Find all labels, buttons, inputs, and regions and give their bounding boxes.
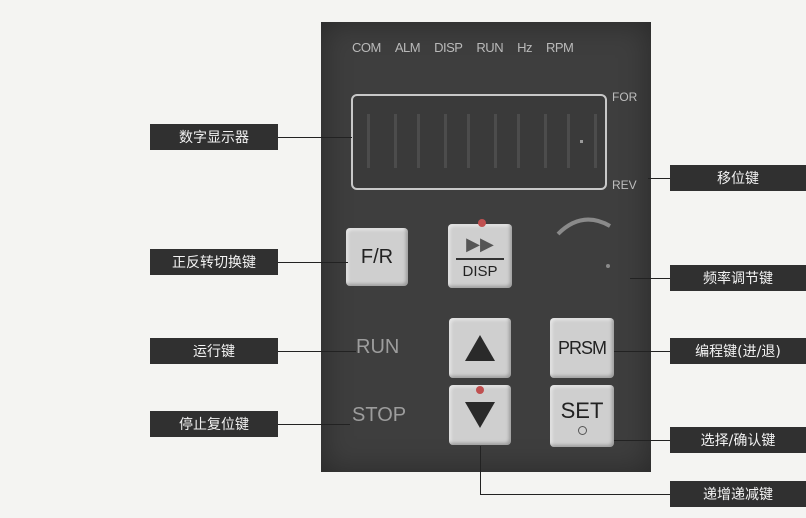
prsm-button-label: PRSM <box>557 337 607 358</box>
leader-stop <box>278 424 350 425</box>
leader-updown-vertical <box>480 446 481 494</box>
digital-display <box>351 94 607 190</box>
decimal-point <box>580 140 583 143</box>
down-button[interactable] <box>449 385 511 445</box>
indicator-alm: ALM <box>394 40 421 55</box>
callout-run-key: 运行键 <box>150 338 278 364</box>
indicator-run: RUN <box>476 40 504 55</box>
callout-stop-reset-key: 停止复位键 <box>150 411 278 437</box>
callout-digital-display: 数字显示器 <box>150 124 278 150</box>
indicator-hz: Hz <box>517 40 532 55</box>
indicator-rpm: RPM <box>545 40 574 55</box>
fr-button[interactable]: F/R <box>346 228 408 286</box>
up-arrow-icon <box>465 335 495 361</box>
disp-shift-button[interactable]: ▶▶ DISP <box>448 224 512 288</box>
prsm-button[interactable]: PRSM <box>550 318 614 378</box>
rev-indicator: REV <box>612 178 637 192</box>
divider <box>456 257 504 260</box>
leader-shift <box>648 178 670 179</box>
indicator-row: COM ALM DISP RUN Hz RPM <box>352 40 622 55</box>
set-button-label: SET <box>560 397 604 423</box>
fr-button-label: F/R <box>360 245 394 268</box>
leader-program <box>614 351 670 352</box>
run-key-label[interactable]: RUN <box>356 336 400 358</box>
fast-forward-icon: ▶▶ <box>466 233 494 254</box>
callout-program-key: 编程键(进/退) <box>670 338 806 364</box>
up-button[interactable] <box>449 318 511 378</box>
callout-frequency-knob: 频率调节键 <box>670 265 806 291</box>
leader-updown-horizontal <box>480 494 670 495</box>
set-button[interactable]: SET <box>550 385 614 447</box>
stop-key-label[interactable]: STOP <box>352 404 407 426</box>
set-led <box>577 425 587 435</box>
callout-fwd-rev-key: 正反转切换键 <box>150 249 278 275</box>
leader-knob <box>630 278 670 279</box>
disp-led <box>478 219 486 227</box>
down-arrow-icon <box>465 402 495 428</box>
callout-shift-key: 移位键 <box>670 165 806 191</box>
leader-fr <box>278 262 348 263</box>
callout-confirm-key: 选择/确认键 <box>670 427 806 453</box>
leader-confirm <box>614 440 670 441</box>
for-indicator: FOR <box>612 90 638 104</box>
disp-button-label: DISP <box>462 262 498 280</box>
callout-up-down-key: 递增递减键 <box>670 481 806 507</box>
leader-display <box>278 137 352 138</box>
frequency-knob[interactable] <box>552 206 622 276</box>
indicator-disp: DISP <box>434 40 463 55</box>
indicator-com: COM <box>352 40 381 55</box>
seven-segment-digits <box>367 114 597 168</box>
knob-arc-icon <box>556 217 611 236</box>
updown-led <box>476 386 484 394</box>
leader-run <box>278 351 356 352</box>
